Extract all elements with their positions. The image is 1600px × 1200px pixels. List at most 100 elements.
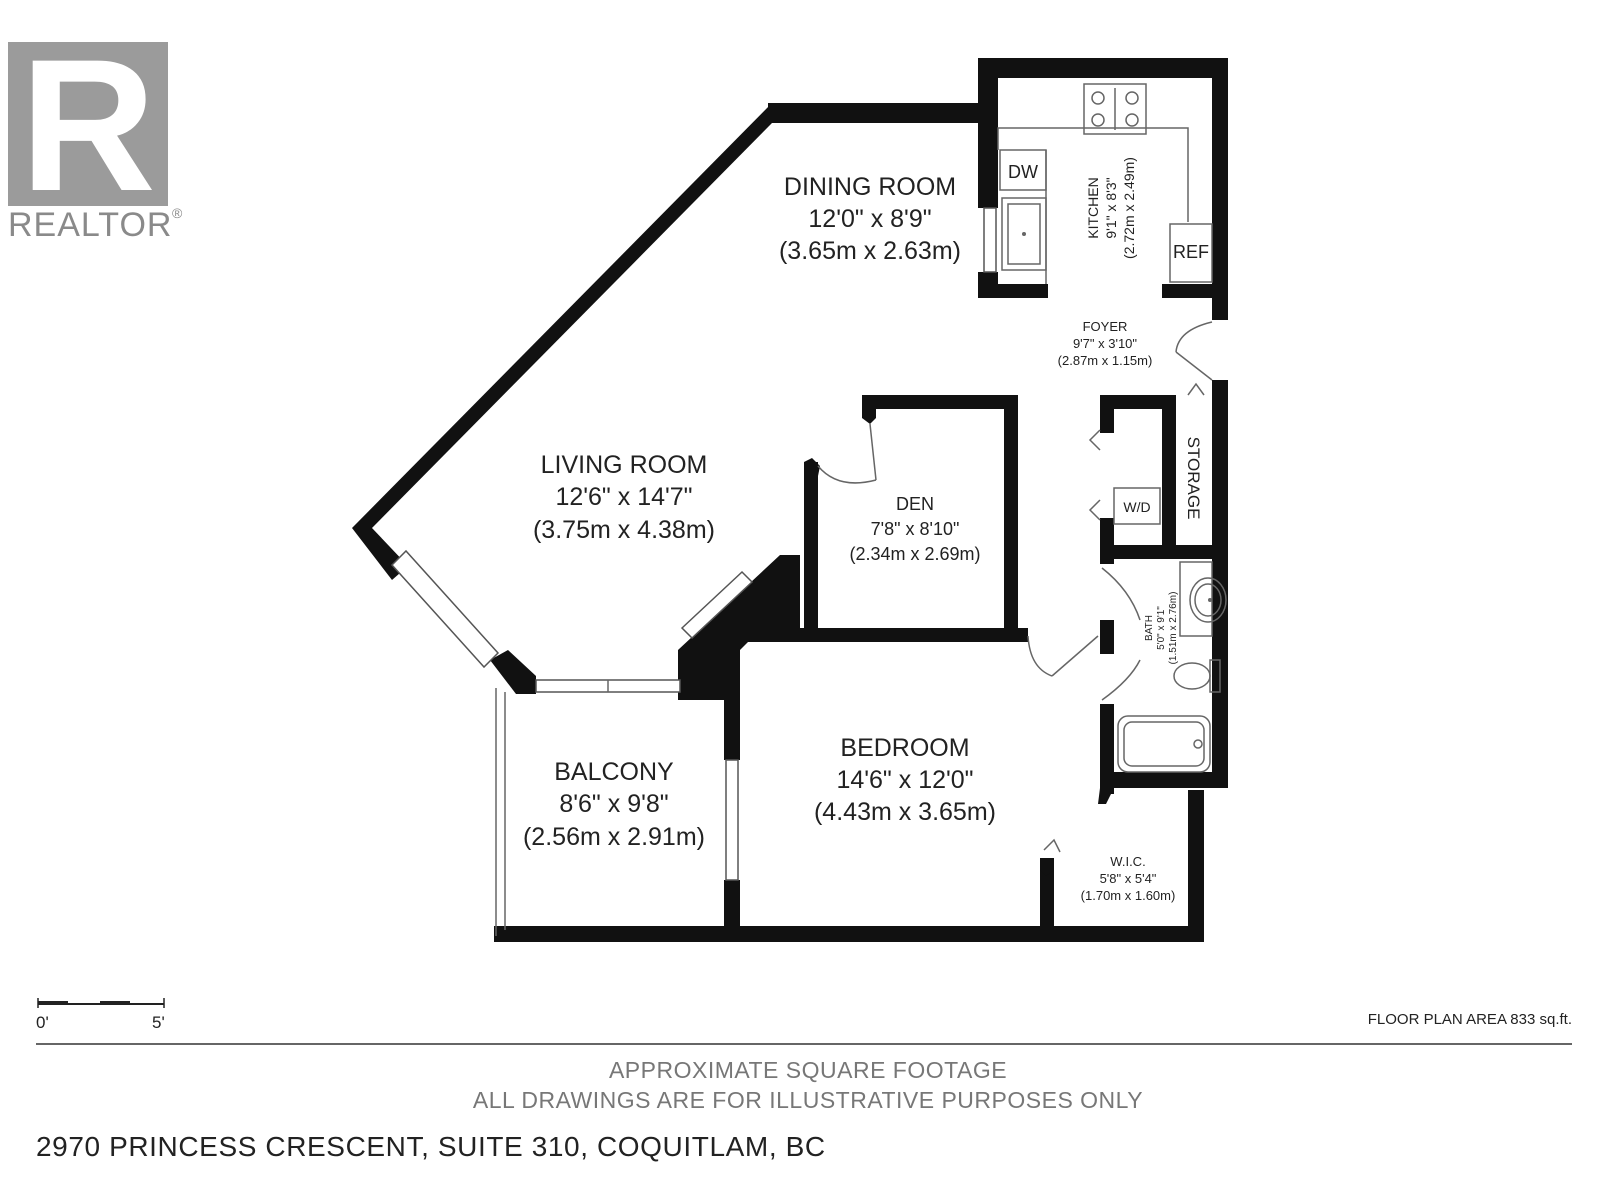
window-living-diagonal bbox=[390, 549, 500, 669]
room-label-dining: DINING ROOM 12'0" x 8'9" (3.65m x 2.63m) bbox=[779, 173, 961, 265]
living-room-name: LIVING ROOM bbox=[541, 451, 708, 479]
wall-kitchen-bottom-left bbox=[978, 284, 1048, 298]
wall-laundry-west-upper bbox=[1100, 395, 1114, 433]
kitchen-sink bbox=[1001, 197, 1047, 271]
wall-storage-east-cap bbox=[1212, 380, 1228, 410]
scale-bar: 0' 5' bbox=[36, 998, 165, 1032]
wall-wic-east bbox=[1188, 790, 1204, 940]
scale-start-label: 0' bbox=[36, 1013, 49, 1032]
wall-south bbox=[494, 926, 1204, 942]
wall-den-west bbox=[804, 462, 818, 640]
room-label-foyer: FOYER 9'7" x 3'10" (2.87m x 1.15m) bbox=[1058, 319, 1153, 368]
wic-dim-metric: (1.70m x 1.60m) bbox=[1081, 888, 1176, 903]
wic-name: W.I.C. bbox=[1110, 854, 1145, 869]
den-dim-metric: (2.34m x 2.69m) bbox=[849, 544, 980, 564]
room-label-bedroom: BEDROOM 14'6" x 12'0" (4.43m x 3.65m) bbox=[814, 734, 996, 826]
wall-balcony-corner bbox=[490, 650, 536, 694]
scale-end-label: 5' bbox=[152, 1013, 165, 1032]
wall-wic-stub bbox=[1098, 788, 1114, 804]
dining-room-dim-imperial: 12'0" x 8'9" bbox=[808, 205, 931, 233]
wic-dim-imperial: 5'8" x 5'4" bbox=[1100, 871, 1157, 886]
foyer-dim-metric: (2.87m x 1.15m) bbox=[1058, 353, 1153, 368]
dishwasher bbox=[999, 149, 1047, 191]
kitchen-dim-imperial: 9'1" x 8'3" bbox=[1103, 177, 1119, 238]
wall-wic-door-stub bbox=[1040, 858, 1054, 876]
refrigerator-label: REF bbox=[1173, 242, 1209, 262]
dining-room-name: DINING ROOM bbox=[784, 173, 956, 201]
wall-den-door-stub-top bbox=[862, 395, 876, 424]
realtor-logo-registered: ® bbox=[172, 205, 183, 221]
balcony-name: BALCONY bbox=[554, 758, 674, 786]
wall-kitchen-bottom-right bbox=[1162, 284, 1228, 298]
room-label-living: LIVING ROOM 12'6" x 14'7" (3.75m x 4.38m… bbox=[533, 451, 715, 544]
walls bbox=[352, 58, 1228, 942]
wall-northwest-diagonal bbox=[352, 103, 772, 530]
wall-den-north bbox=[870, 395, 1018, 409]
bath-dim-metric: (1.51m x 2.76m) bbox=[1168, 592, 1179, 665]
kitchen-fixtures: DW REF bbox=[997, 83, 1213, 284]
wall-den-east bbox=[1004, 395, 1018, 635]
kitchen-name: KITCHEN bbox=[1085, 177, 1101, 238]
washer-dryer bbox=[1113, 487, 1161, 525]
realtor-logo-letter: R bbox=[20, 20, 156, 230]
door-den-swing bbox=[817, 465, 877, 484]
bathtub bbox=[1117, 715, 1211, 773]
windows bbox=[390, 207, 997, 881]
bath-dim-imperial: 5'0" x 9'1" bbox=[1156, 606, 1167, 650]
wall-bath-west-upper bbox=[1100, 620, 1114, 654]
refrigerator bbox=[1169, 223, 1213, 283]
doors bbox=[680, 321, 1213, 853]
foyer-name: FOYER bbox=[1083, 319, 1128, 334]
den-dim-imperial: 7'8" x 8'10" bbox=[871, 519, 960, 539]
wall-storage-west bbox=[1162, 395, 1176, 545]
wall-east-upper bbox=[1212, 58, 1228, 320]
living-room-dim-imperial: 12'6" x 14'7" bbox=[555, 483, 692, 511]
wall-kitchen-left-upper bbox=[978, 58, 998, 208]
washer-dryer-label: W/D bbox=[1123, 499, 1150, 515]
dishwasher-label: DW bbox=[1008, 162, 1038, 182]
storage-name: STORAGE bbox=[1184, 437, 1203, 520]
wall-laundry-north bbox=[1100, 395, 1176, 409]
floor-plan-area: FLOOR PLAN AREA 833 sq.ft. bbox=[1368, 1011, 1572, 1028]
bedroom-dim-metric: (4.43m x 3.65m) bbox=[814, 798, 996, 826]
window-kitchen bbox=[983, 207, 997, 273]
closet-living bbox=[680, 570, 754, 640]
door-storage bbox=[1187, 382, 1205, 396]
room-label-wic: W.I.C. 5'8" x 5'4" (1.70m x 1.60m) bbox=[1081, 854, 1176, 903]
wall-bath-north bbox=[1100, 545, 1228, 559]
realtor-logo: R REALTOR ® bbox=[8, 20, 183, 244]
door-laundry-upper bbox=[1088, 429, 1101, 451]
toilet bbox=[1173, 662, 1211, 690]
bath-sink bbox=[1189, 577, 1227, 623]
kitchen-dim-metric: (2.72m x 2.49m) bbox=[1121, 157, 1137, 259]
balcony-dim-imperial: 8'6" x 9'8" bbox=[559, 790, 668, 818]
foyer-dim-imperial: 9'7" x 3'10" bbox=[1073, 336, 1137, 351]
den-name: DEN bbox=[896, 494, 934, 514]
wall-den-southwest-mass bbox=[678, 555, 800, 700]
door-entry-swing bbox=[1175, 321, 1213, 353]
balcony-dim-metric: (2.56m x 2.91m) bbox=[523, 823, 705, 851]
wall-bath-south bbox=[1100, 772, 1228, 788]
room-label-den: DEN 7'8" x 8'10" (2.34m x 2.69m) bbox=[849, 494, 980, 564]
door-wic bbox=[1043, 838, 1061, 853]
bedroom-dim-imperial: 14'6" x 12'0" bbox=[836, 766, 973, 794]
dining-room-dim-metric: (3.65m x 2.63m) bbox=[779, 237, 961, 265]
door-laundry-lower bbox=[1088, 499, 1101, 521]
wall-wic-west bbox=[1040, 858, 1054, 940]
room-label-kitchen: KITCHEN 9'1" x 8'3" (2.72m x 2.49m) bbox=[1085, 157, 1137, 259]
disclaimer-line-1: APPROXIMATE SQUARE FOOTAGE bbox=[609, 1057, 1007, 1083]
room-label-balcony: BALCONY 8'6" x 9'8" (2.56m x 2.91m) bbox=[523, 758, 705, 851]
stove bbox=[1083, 83, 1147, 135]
wall-bedroom-north bbox=[738, 628, 1028, 642]
wall-bedroom-west-lower bbox=[724, 880, 740, 940]
realtor-logo-text: REALTOR bbox=[8, 206, 172, 244]
window-bedroom bbox=[725, 759, 739, 881]
bath-name: BATH bbox=[1144, 615, 1155, 641]
wall-bath-west-lower bbox=[1100, 704, 1114, 794]
balcony-outline bbox=[495, 688, 506, 936]
realtor-logo-square bbox=[8, 42, 168, 206]
bath-fixtures: W/D bbox=[1113, 487, 1227, 773]
door-bath-swing bbox=[1101, 567, 1141, 621]
wall-dining-top bbox=[768, 103, 988, 123]
